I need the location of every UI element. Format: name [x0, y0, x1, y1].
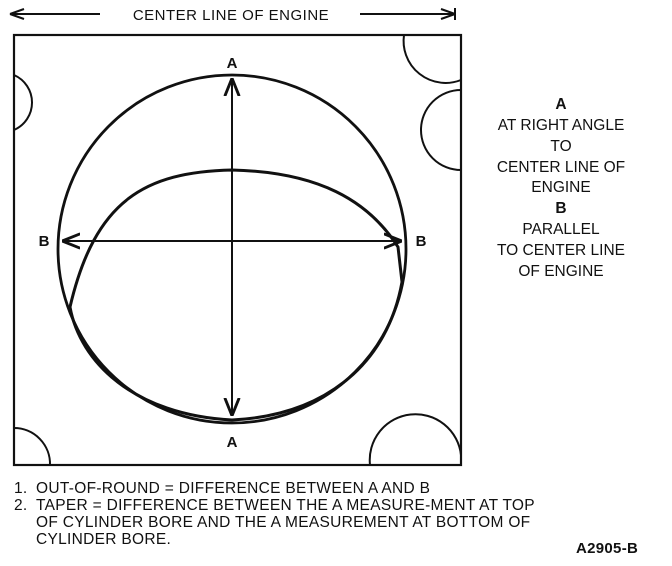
- cylinder-bore-circle: [56, 73, 408, 425]
- legend-line: TO: [550, 138, 571, 155]
- note-item: 2. TAPER = DIFFERENCE BETWEEN THE A MEAS…: [14, 497, 554, 548]
- engine-block-outline: [12, 33, 463, 467]
- note-number: 2.: [14, 497, 28, 514]
- label-a-bottom: A: [227, 434, 238, 451]
- legend-line: B: [555, 200, 566, 217]
- adjacent-bore-bottom-left: [13, 427, 52, 466]
- label-a-top: A: [227, 55, 238, 72]
- worn-bore-profile: [68, 168, 404, 422]
- note-number: 1.: [14, 480, 28, 497]
- engine-centerline-label: CENTER LINE OF ENGINE: [133, 7, 329, 24]
- legend-line: AT RIGHT ANGLE: [498, 117, 625, 134]
- adjacent-bore-right: [420, 89, 462, 171]
- adjacent-bore-top-right: [402, 34, 462, 84]
- legend-line: A: [555, 96, 566, 113]
- legend-line: CENTER LINE OF: [497, 159, 625, 176]
- label-b-right: B: [416, 233, 427, 250]
- engine-centerline-arrow: [9, 8, 456, 20]
- adjacent-bore-arcs: [13, 34, 462, 466]
- label-b-left: B: [39, 233, 50, 250]
- note-text: TAPER = DIFFERENCE BETWEEN THE A MEASURE…: [36, 497, 535, 548]
- note-item: 1. OUT-OF-ROUND = DIFFERENCE BETWEEN A A…: [14, 480, 554, 497]
- legend-line: TO CENTER LINE: [497, 242, 625, 259]
- figure-id: A2905-B: [576, 540, 639, 557]
- measurement-legend: A AT RIGHT ANGLE TO CENTER LINE OF ENGIN…: [497, 96, 625, 280]
- notes-list: 1. OUT-OF-ROUND = DIFFERENCE BETWEEN A A…: [14, 480, 554, 548]
- legend-line: OF ENGINE: [518, 263, 603, 280]
- adjacent-bore-bottom-right: [368, 413, 462, 466]
- legend-line: ENGINE: [531, 179, 590, 196]
- legend-line: PARALLEL: [522, 221, 600, 238]
- note-text: OUT-OF-ROUND = DIFFERENCE BETWEEN A AND …: [36, 480, 431, 497]
- adjacent-bore-left: [13, 74, 34, 131]
